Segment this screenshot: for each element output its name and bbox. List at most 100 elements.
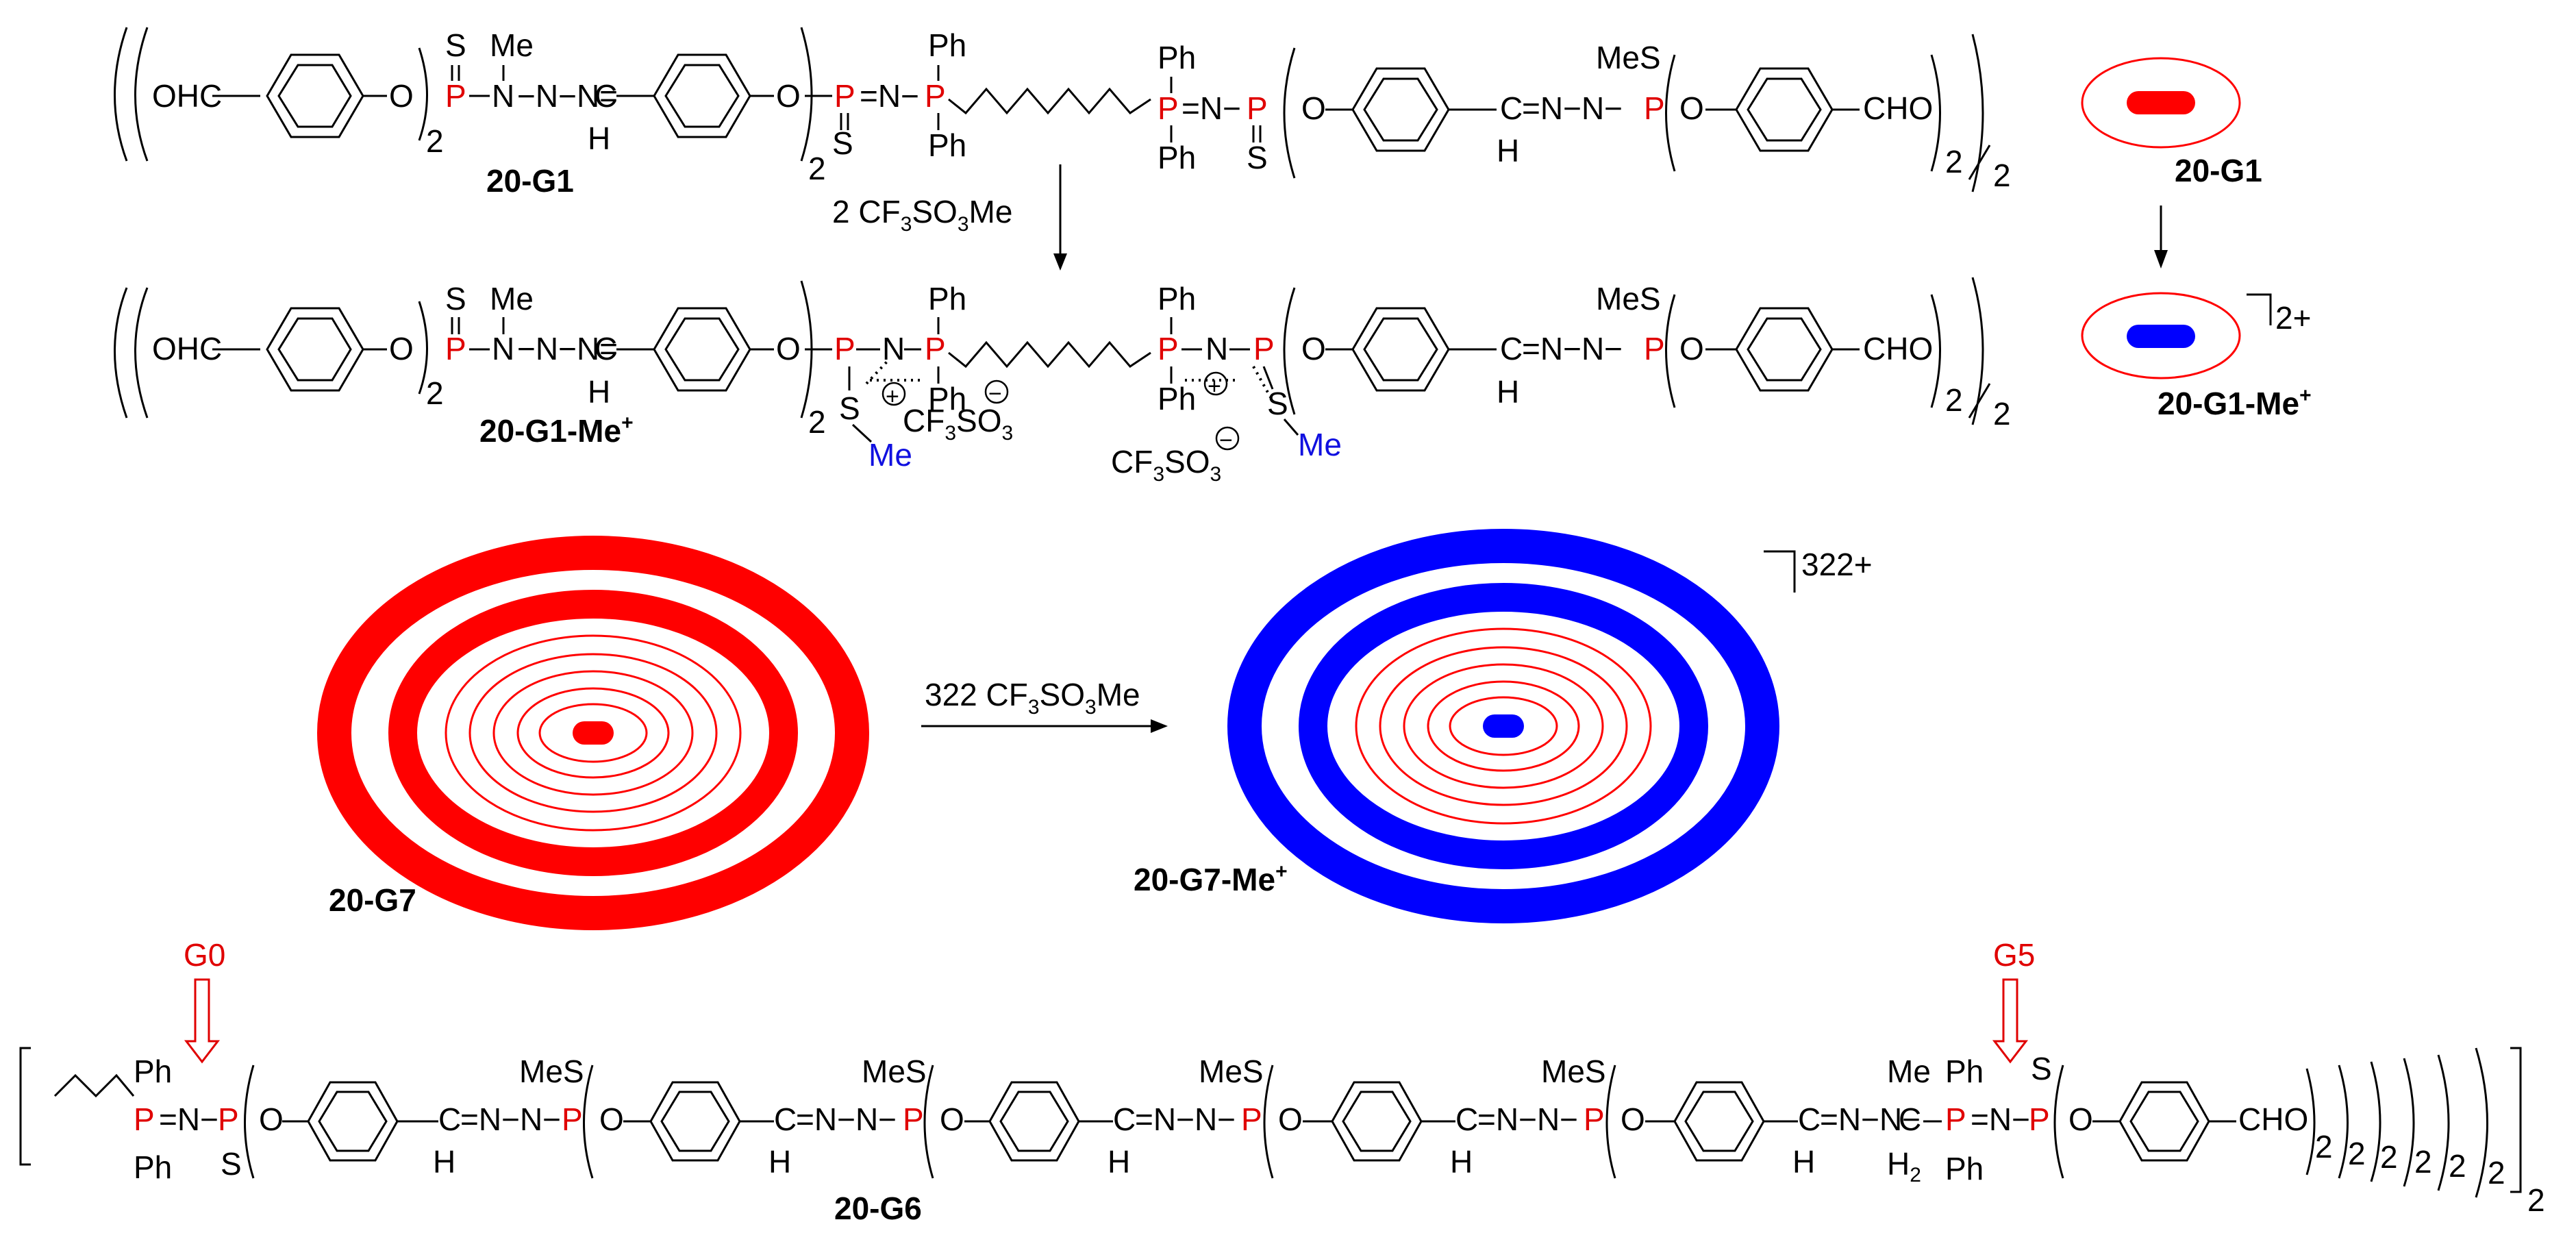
circled-plus-icon: +	[881, 382, 906, 410]
svg-text:O: O	[389, 331, 414, 366]
svg-text:=N−N−: =N−N−	[1477, 1101, 1578, 1137]
svg-text:=N−: =N−	[1971, 1101, 2030, 1137]
svg-text:−N−N=: −N−N=	[517, 331, 618, 366]
svg-text:=N−: =N−	[159, 1101, 218, 1137]
svg-text:Ph: Ph	[1945, 1151, 1984, 1186]
svg-text:H: H	[588, 374, 610, 410]
svg-text:2: 2	[426, 123, 444, 159]
g1-me-schematic-label: 20-G1-Me+	[2158, 384, 2312, 421]
svg-text:N: N	[492, 331, 514, 366]
svg-text:MeS: MeS	[1541, 1054, 1606, 1089]
counter-ion: CF3SO3	[1111, 444, 1221, 486]
charge-2plus: 2+	[2275, 300, 2311, 336]
svg-text:2: 2	[808, 151, 826, 186]
svg-text:Ph: Ph	[1158, 281, 1196, 316]
svg-text:Ph: Ph	[928, 281, 966, 316]
reagent-step2: 322 CF3SO3Me	[925, 677, 1140, 719]
aldehyde-group: OHC	[152, 78, 222, 114]
svg-text:P: P	[834, 331, 855, 366]
svg-text:Ph: Ph	[1945, 1054, 1984, 1089]
svg-text:P: P	[925, 78, 946, 114]
svg-text:O: O	[776, 78, 801, 114]
g5-marker-label: G5	[1993, 937, 2035, 973]
benzene-ring-icon	[649, 1081, 741, 1162]
svg-text:=N−N−: =N−N−	[1522, 90, 1623, 126]
svg-text:O: O	[1301, 90, 1326, 126]
aldehyde-group: OHC	[152, 331, 222, 366]
aldehyde-group: CHO	[1863, 331, 1933, 366]
g6-structure: P Ph Ph =N− P S G0 O C H =N−N− MeS P O C…	[19, 937, 2545, 1226]
svg-text:Ph: Ph	[928, 27, 966, 63]
svg-text:P: P	[1241, 1101, 1262, 1137]
benzene-ring-icon	[2118, 1081, 2210, 1162]
svg-text:P: P	[1644, 331, 1665, 366]
svg-text:MeS: MeS	[862, 1054, 927, 1089]
svg-text:S: S	[839, 390, 860, 426]
methyl-label: Me	[868, 437, 912, 473]
svg-text:P: P	[134, 1101, 155, 1137]
benzene-ring-icon	[307, 1081, 399, 1162]
g1-label: 20-G1	[486, 163, 574, 199]
svg-text:H: H	[768, 1144, 791, 1180]
g0-marker-label: G0	[184, 937, 225, 973]
svg-text:P: P	[1158, 331, 1179, 366]
svg-text:H: H	[1450, 1144, 1473, 1180]
svg-text:2: 2	[1945, 144, 1963, 179]
svg-text:+: +	[886, 384, 899, 410]
core-marker-methylated	[1483, 714, 1524, 738]
svg-text:2: 2	[808, 404, 826, 440]
svg-text:H: H	[1497, 374, 1519, 410]
svg-text:N: N	[882, 331, 905, 366]
svg-text:Ph: Ph	[1158, 140, 1196, 175]
core-marker-methylated	[2127, 325, 2195, 348]
svg-text:Ph: Ph	[928, 127, 966, 163]
benzene-ring-icon	[266, 53, 364, 138]
svg-text:Me: Me	[490, 27, 534, 63]
methyl-label: Me	[1298, 427, 1342, 462]
svg-text:P: P	[925, 331, 946, 366]
svg-text:2: 2	[2348, 1136, 2366, 1171]
circled-plus-icon: +	[1203, 371, 1228, 399]
svg-text:C: C	[1500, 331, 1523, 366]
svg-text:Ph: Ph	[1158, 40, 1196, 75]
svg-text:−N−N=: −N−N=	[517, 78, 618, 114]
benzene-ring-icon	[653, 53, 751, 138]
svg-text:2: 2	[2488, 1155, 2505, 1191]
benzene-ring-icon	[1331, 1081, 1423, 1162]
svg-text:O: O	[940, 1101, 964, 1137]
svg-text:O: O	[1621, 1101, 1645, 1137]
reaction-arrow-step1: 2 CF3SO3Me	[832, 164, 1067, 271]
svg-text:H2: H2	[1887, 1146, 1921, 1186]
svg-text:=N−: =N−	[1181, 90, 1241, 126]
phosphorus-atom: P	[445, 78, 466, 114]
svg-text:2: 2	[2380, 1139, 2398, 1175]
g7-me-schematic: 322+ 20-G7-Me+	[1134, 529, 1873, 923]
svg-text:O: O	[599, 1101, 624, 1137]
g7-label: 20-G7	[329, 882, 416, 918]
svg-text:−: −	[988, 381, 1002, 407]
benzene-ring-icon	[988, 1081, 1080, 1162]
svg-text:2: 2	[426, 375, 444, 411]
g7-schematic: 20-G7	[317, 536, 869, 930]
svg-text:2: 2	[2315, 1129, 2333, 1164]
g1-me-structure: OHC O 2 P S N Me −N−N= C H O 2 P S M	[114, 277, 2011, 486]
svg-text:Me: Me	[1887, 1054, 1931, 1089]
svg-text:2: 2	[2414, 1144, 2432, 1180]
svg-text:O: O	[259, 1101, 284, 1137]
svg-text:O: O	[1278, 1101, 1303, 1137]
g0-arrow-icon	[184, 978, 221, 1064]
svg-text:=N−N−: =N−N−	[1135, 1101, 1236, 1137]
svg-text:P: P	[218, 1101, 239, 1137]
charge-322plus: 322+	[1801, 547, 1873, 582]
core-marker	[573, 721, 614, 745]
g1-structure: OHC O 2 P S N Me −N−N= C H O 2 P S =N−	[114, 27, 2011, 199]
svg-text:P: P	[1253, 331, 1275, 366]
svg-text:2: 2	[1945, 382, 1963, 418]
svg-text:P: P	[903, 1101, 924, 1137]
svg-text:S: S	[221, 1146, 242, 1182]
svg-text:C: C	[438, 1101, 461, 1137]
svg-text:=N−N−: =N−N−	[1820, 1101, 1921, 1137]
svg-text:C: C	[1455, 1101, 1478, 1137]
svg-text:P: P	[1644, 90, 1665, 126]
g5-arrow-icon	[1992, 978, 2029, 1064]
